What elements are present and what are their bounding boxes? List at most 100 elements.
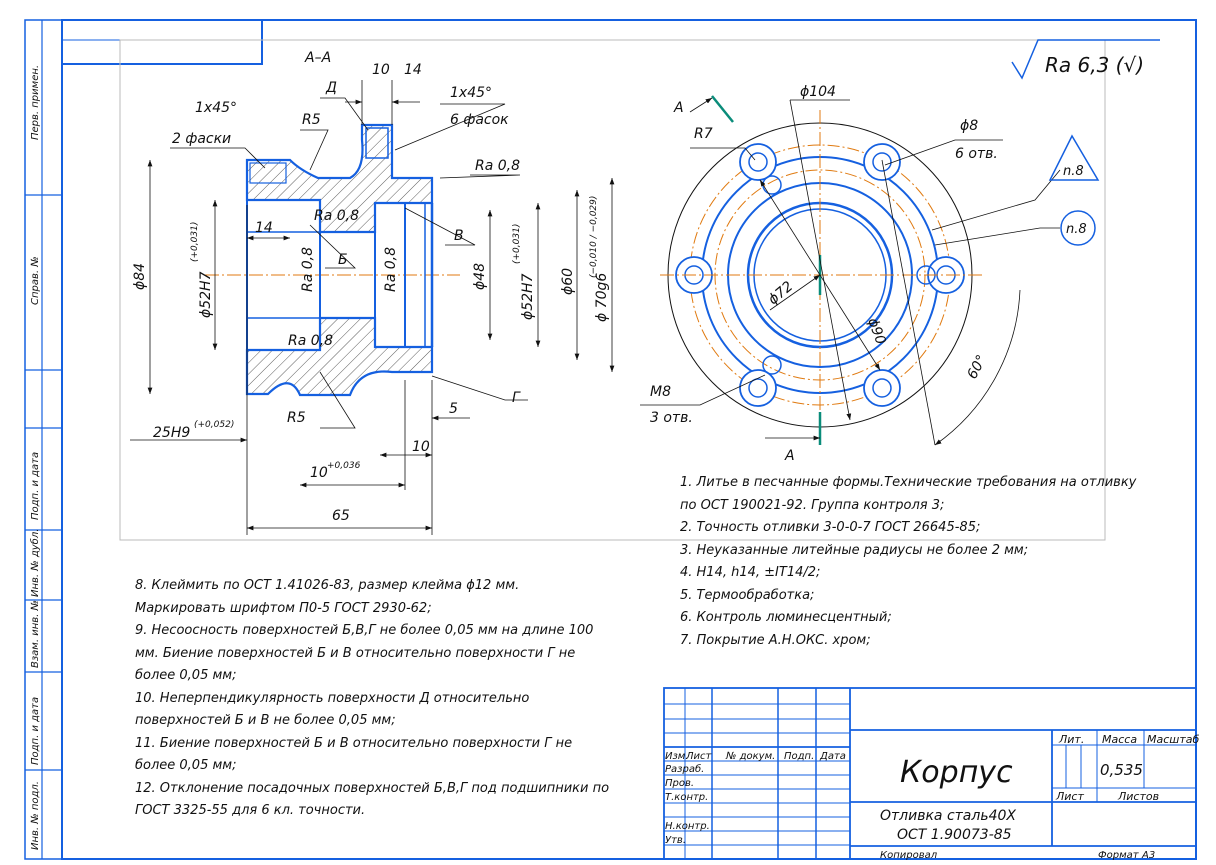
chamfer-2: 1x45° [450,85,492,101]
tol-phi52-left: (+0,031) [190,222,200,262]
note-line: по ОСТ 190021-92. Группа контроля 3; [680,497,945,513]
sidebar-sprav: Справ. № [30,256,41,305]
note-line: мм. Биение поверхностей Б и В относитель… [135,645,576,661]
dim-phi52h7-left: ϕ52H7 [198,271,214,318]
surface-G-label: Г [512,390,521,406]
drawing-area-border [119,39,1106,541]
note-line: 7. Покрытие А.Н.ОКС. хром; [680,632,871,648]
note-line: поверхностей Б и В не более 0,05 мм; [135,713,396,728]
sidebar-perv-primen: Перв. примен. [30,65,41,140]
dim-phi52h7-right: ϕ52H7 [520,273,536,320]
note-line: 1. Литье в песчанные формы.Технические т… [680,475,1137,490]
tol-phi70: (−0,010 / −0,029) [589,196,599,278]
row-utv: Утв. [665,835,686,846]
row-prov: Пров. [665,778,694,789]
note-line: 9. Несоосность поверхностей Б,В,Г не бол… [135,623,594,638]
dim-phi72: ϕ72 [765,278,796,308]
header-doc: № докум. [725,751,775,762]
roughness-top: Ra 0,8 [475,158,520,174]
sidebar-inv-podl: Инв. № подл. [30,781,41,850]
header-scale: Масштаб [1147,733,1199,746]
title-block-frame [663,687,1197,860]
section-label: A–A [304,50,331,66]
sidebar-vzam-inv: Взам. инв. № [30,600,41,668]
dim-phi84: ϕ84 [132,263,148,290]
roughness-general-text: Ra 6,3 (√) [1045,53,1144,77]
material-line-1: Отливка сталь40Х [880,808,1016,824]
header-mass: Масса [1102,733,1137,746]
row-nkontr: Н.контр. [665,821,710,832]
sidebar-labels: Перв. примен. Справ. № Подп. и дата Инв.… [29,65,41,850]
dim-10-top: 10 [372,62,390,78]
mass-value: 0,535 [1100,761,1143,779]
dim-5: 5 [449,401,458,417]
triangle-mark: n.8 [1063,164,1084,179]
dim-r7: R7 [694,126,713,142]
note-line: более 0,05 мм; [135,758,237,773]
dim-10-lower: 10 [310,465,328,481]
holes-3: 3 отв. [650,410,693,426]
note-line: 3. Неуказанные литейные радиусы не более… [680,542,1029,558]
chamfer-1-note: 2 фаски [172,131,231,147]
header-sheets: Листов [1117,790,1159,803]
dim-phi8: ϕ8 [960,118,978,134]
header-list: Лист [685,751,713,762]
chamfer-2-note: 6 фасок [450,112,509,128]
row-razrab: Разраб. [665,763,704,775]
roughness-mid: Ra 0,8 [314,208,359,224]
radius-r5-top: R5 [302,112,321,128]
note-line: 10. Неперпендикулярность поверхности Д о… [135,690,530,706]
note-line: 12. Отклонение посадочных поверхностей Б… [135,780,610,796]
front-view: ϕ104 R7 ϕ8 6 отв. ϕ72 ϕ90 60° M8 3 отв. … [640,84,1100,464]
dim-10-bottom: 10 [412,439,430,455]
header-sheet: Лист [1055,790,1084,803]
tol-10: +0,036 [327,461,361,471]
dim-phi90: ϕ90 [864,316,888,347]
note-line: ГОСТ 3325-55 для 6 кл. точности. [135,803,366,818]
dim-25h9: 25H9 [153,425,190,441]
header-date: Дата [819,751,846,762]
header-lit: Лит. [1058,733,1084,746]
notes-right: 1. Литье в песчанные формы.Технические т… [680,472,1190,652]
roughness-vertical-1: Ra 0,8 [300,247,316,292]
note-line: 2. Точность отливки 3-0-0-7 ГОСТ 26645-8… [680,520,981,535]
dim-phi70: ϕ 70g6 [594,273,610,322]
note-line: более 0,05 мм; [135,668,237,683]
dim-65: 65 [332,508,350,524]
material-line-2: ОСТ 1.90073-85 [897,827,1012,843]
section-mark-top: A [673,100,684,116]
note-line: 5. Термообработка; [680,587,815,603]
dim-14-inner: 14 [255,220,273,236]
title-block-text: Корпус Отливка сталь40Х ОСТ 1.90073-85 Л… [665,733,1199,861]
note-line: 6. Контроль люминесцентный; [680,610,892,625]
dim-14-top: 14 [404,62,422,78]
circle-mark: n.8 [1066,222,1087,237]
header-sign: Подп. [784,751,814,762]
section-mark-bottom: A [784,448,795,464]
dim-phi48: ϕ48 [472,263,488,290]
general-roughness: Ra 6,3 (√) [1011,39,1160,80]
section-view: A–A 10 14 1x45° 2 фаски 1x45° 6 фасок Д … [130,50,615,535]
note-line: 11. Биение поверхностей Б и В относитель… [135,735,573,751]
row-tkontr: Т.контр. [665,792,708,803]
tol-phi52-right: (+0,031) [512,224,522,264]
part-name: Корпус [900,755,1013,790]
format-value: А3 [1141,850,1155,861]
radius-r5-bottom: R5 [287,410,306,426]
sidebar-podp-data-2: Подп. и дата [30,697,41,765]
surface-V-label: В [454,228,464,244]
dim-phi60: ϕ60 [560,268,576,295]
holes-6: 6 отв. [955,146,998,162]
surface-D-label: Д [325,80,337,96]
sidebar-inv-dubl: Инв. № дубл. [29,529,41,597]
tol-25h9: (+0,052) [194,420,234,430]
notes-left: 8. Клеймить по ОСТ 1.41026-83, размер кл… [135,575,645,823]
note-line: Маркировать шрифтом П0-5 ГОСТ 2930-62; [135,600,432,616]
roughness-bottom: Ra 0,8 [288,333,333,349]
sidebar-podp-data-1: Подп. и дата [30,452,41,520]
roughness-vertical-2: Ra 0,8 [383,247,399,292]
copied-label: Копировал [880,850,938,861]
angle-60: 60° [964,352,990,381]
dim-phi104: ϕ104 [800,84,836,100]
